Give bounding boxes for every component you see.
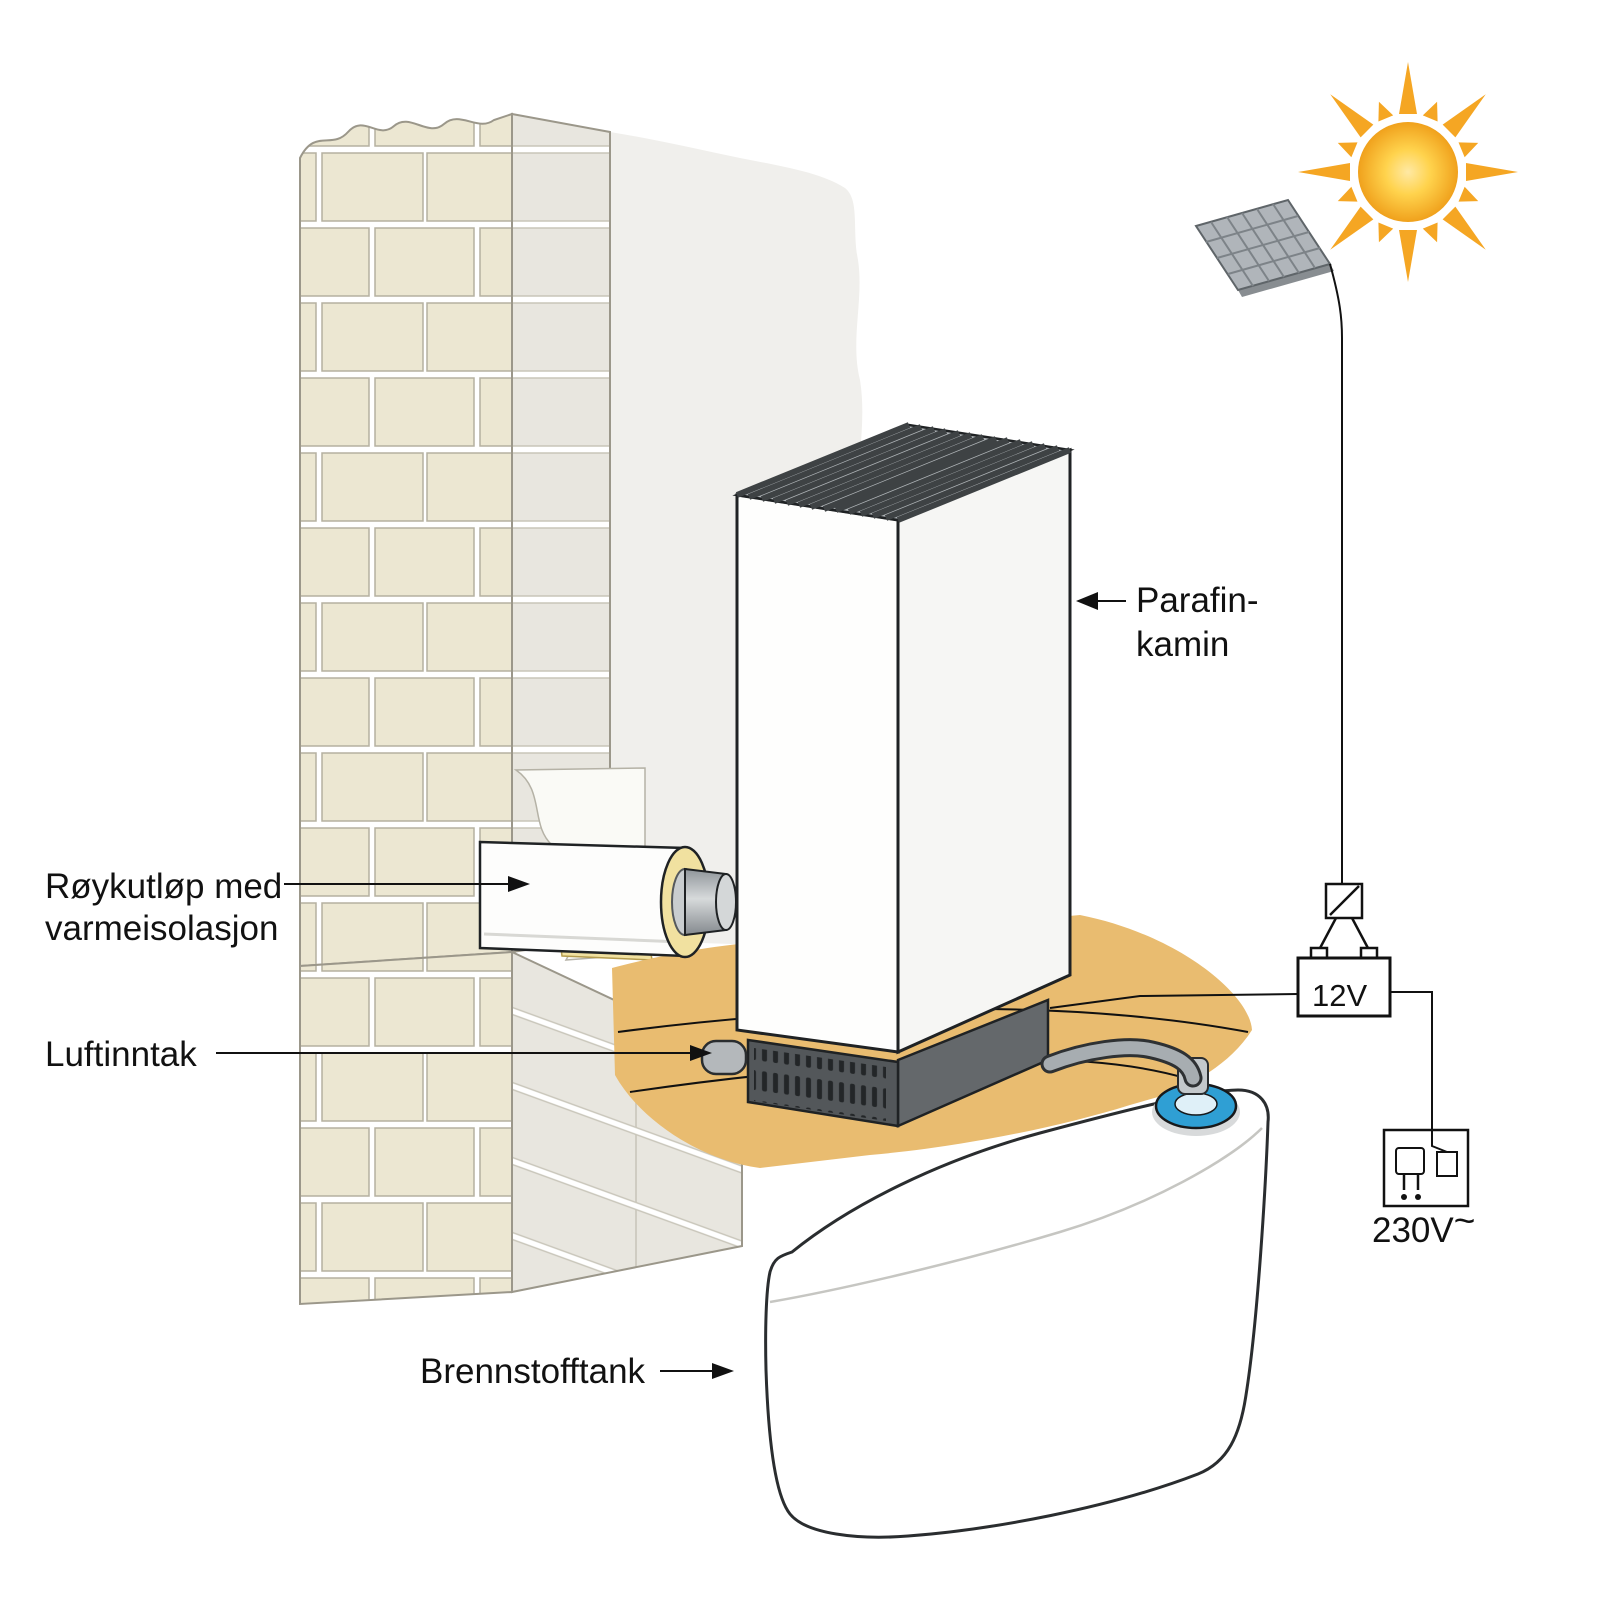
smoke-outlet-pipe <box>478 840 737 959</box>
panel-thickness <box>1238 264 1334 297</box>
heater-front-face <box>735 493 900 1054</box>
inner-pipe-end <box>715 873 737 931</box>
air-intake <box>700 1039 748 1076</box>
callouts: Parafin- kamin Røykutløp med varmeisolas… <box>45 581 1259 1391</box>
fuel-hose <box>1040 1038 1203 1088</box>
wire-panel-to-controller <box>1329 263 1343 884</box>
electrical-circuit: 12V 230V~ <box>1049 263 1475 1250</box>
outlet-label: 230V~ <box>1372 1200 1475 1250</box>
chimney-front-face <box>299 112 513 968</box>
pipe-jacket-shading <box>483 932 683 944</box>
plug-cord <box>1431 1130 1448 1153</box>
wire-battery-to-heater <box>1049 993 1299 1009</box>
fuel-tank <box>764 1057 1270 1539</box>
socket-hole <box>1415 1194 1421 1200</box>
label-parafinkamin-line2: kamin <box>1136 625 1229 664</box>
wire-battery-to-outlet <box>1390 991 1433 1130</box>
lower-wall-front <box>299 950 513 1306</box>
controller-symbol <box>1329 885 1360 916</box>
outlet-230v <box>1382 1128 1470 1208</box>
panel-grid <box>1205 203 1321 287</box>
arrowhead-roykutlop <box>508 876 530 892</box>
socket-icon <box>1436 1151 1458 1177</box>
sun-rays <box>1298 62 1518 282</box>
tank-cap-inner <box>1174 1092 1218 1116</box>
sun-icon <box>1298 62 1518 282</box>
plug-icon <box>1395 1147 1425 1175</box>
label-brennstofftank: Brennstofftank <box>420 1352 646 1391</box>
battery-label: 12V <box>1312 978 1367 1013</box>
heater-top-fins <box>735 422 1072 523</box>
label-parafinkamin-line1: Parafin- <box>1136 581 1259 620</box>
paraffin-heater <box>700 422 1075 1128</box>
base-vent-slots <box>754 1048 886 1121</box>
sun-core <box>1358 122 1458 222</box>
wire-controller-terminal-right <box>1350 917 1371 951</box>
arrowhead-parafinkamin <box>1076 592 1098 610</box>
arrowhead-brennstofftank <box>712 1363 734 1379</box>
wire-controller-terminal-left <box>1317 917 1338 951</box>
heater-side-face <box>896 447 1072 1055</box>
label-roykutlop-line2: varmeisolasjon <box>45 909 278 948</box>
tank-top-crease <box>769 1127 1263 1304</box>
arrowhead-luftinntak <box>690 1045 712 1061</box>
battery-icon <box>1296 956 1392 1018</box>
label-roykutlop-line1: Røykutløp med <box>45 867 282 906</box>
solar-panel-icon <box>1194 198 1334 297</box>
hose-body <box>1043 1041 1200 1085</box>
socket-hole <box>1401 1194 1407 1200</box>
label-luftinntak: Luftinntak <box>45 1035 197 1074</box>
